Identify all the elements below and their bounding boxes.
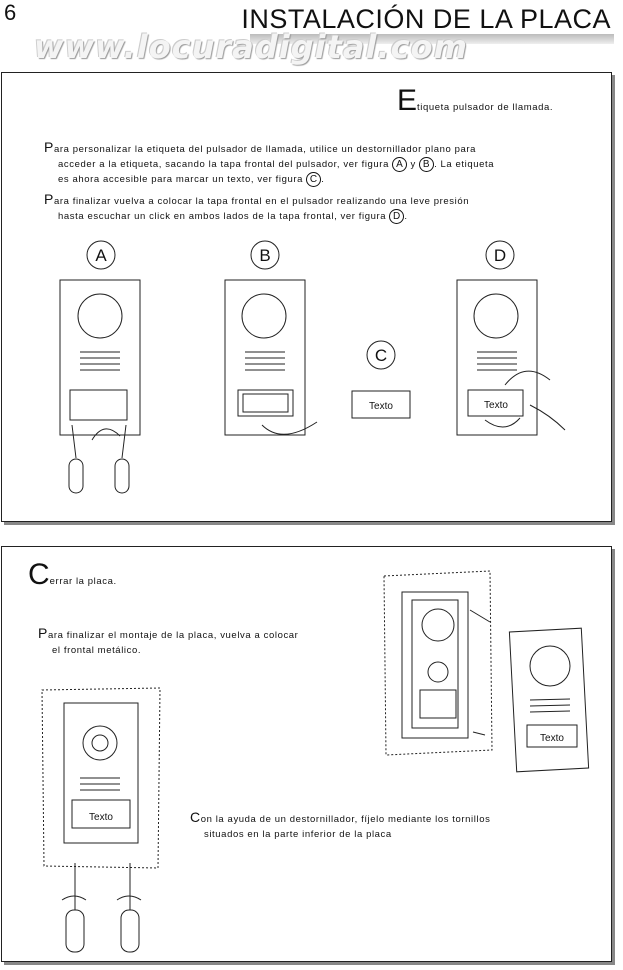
figure-a-label: A	[95, 246, 107, 265]
paragraph-initial: P	[38, 625, 48, 641]
paragraph-line: y	[410, 159, 416, 170]
header-underline	[250, 34, 614, 44]
paragraph-initial: P	[44, 139, 54, 155]
paragraph-line: acceder a la etiqueta, sacando la tapa f…	[58, 159, 389, 170]
paragraph-line: ara finalizar vuelva a colocar la tapa f…	[53, 196, 470, 207]
close-paragraph-1: Para finalizar el montaje de la placa, v…	[38, 626, 368, 658]
figure-c: C Texto	[351, 340, 411, 419]
close-title-text: errar la placa.	[49, 576, 117, 587]
page-number: 6	[4, 0, 17, 25]
figure-c-label: C	[375, 346, 387, 365]
label-text-plate: Texto	[89, 812, 113, 823]
mounted-plate-figure: Texto	[41, 687, 161, 953]
paragraph-line: ara finalizar el montaje de la placa, vu…	[47, 630, 299, 641]
figure-ref-b: B	[419, 157, 435, 172]
label-section-panel	[1, 72, 612, 522]
figure-d-label: D	[494, 246, 506, 265]
paragraph-line: hasta escuchar un click en ambos lados d…	[58, 211, 387, 222]
figure-d: D Texto	[456, 240, 566, 436]
paragraph-line: situados en la parte inferior de la plac…	[204, 829, 392, 840]
close-title-initial: C	[28, 558, 50, 591]
page-title: INSTALACIÓN DE LA PLACA	[241, 4, 611, 34]
paragraph-line: ara personalizar la etiqueta del pulsado…	[53, 144, 477, 155]
paragraph-line: .	[404, 211, 408, 222]
paragraph-2: Para finalizar vuelva a colocar la tapa …	[44, 192, 604, 224]
section-title-text: tiqueta pulsador de llamada.	[417, 102, 554, 113]
label-text-d: Texto	[484, 400, 508, 411]
section-title-initial: E	[397, 84, 418, 117]
paragraph-line: . La etiqueta	[434, 159, 495, 170]
close-paragraph-2: Con la ayuda de un destornillador, fíjel…	[190, 810, 570, 842]
paragraph-1: Para personalizar la etiqueta del pulsad…	[44, 140, 604, 187]
watermark: www.locuradigital.com	[34, 28, 468, 66]
figure-b-label: B	[259, 246, 270, 265]
paragraph-line: .	[321, 174, 325, 185]
label-text-c: Texto	[369, 401, 393, 412]
figure-b: B	[224, 240, 318, 436]
close-section-panel	[1, 546, 612, 962]
paragraph-line: el frontal metálico.	[52, 645, 142, 656]
label-text-front: Texto	[540, 733, 564, 744]
section-title: Etiqueta pulsador de llamada.	[397, 86, 553, 116]
figure-ref-a: A	[392, 157, 408, 172]
paragraph-line: es ahora accesible para marcar un texto,…	[58, 174, 303, 185]
figure-a: A	[59, 240, 141, 494]
paragraph-initial: P	[44, 191, 54, 207]
paragraph-line: on la ayuda de un destornillador, fíjelo…	[200, 814, 491, 825]
paragraph-initial: C	[190, 809, 201, 825]
exploded-view-figure: Texto	[383, 570, 590, 773]
close-section-title: Cerrar la placa.	[28, 560, 117, 590]
figure-ref-d: D	[389, 209, 405, 224]
figure-ref-c: C	[306, 172, 322, 187]
